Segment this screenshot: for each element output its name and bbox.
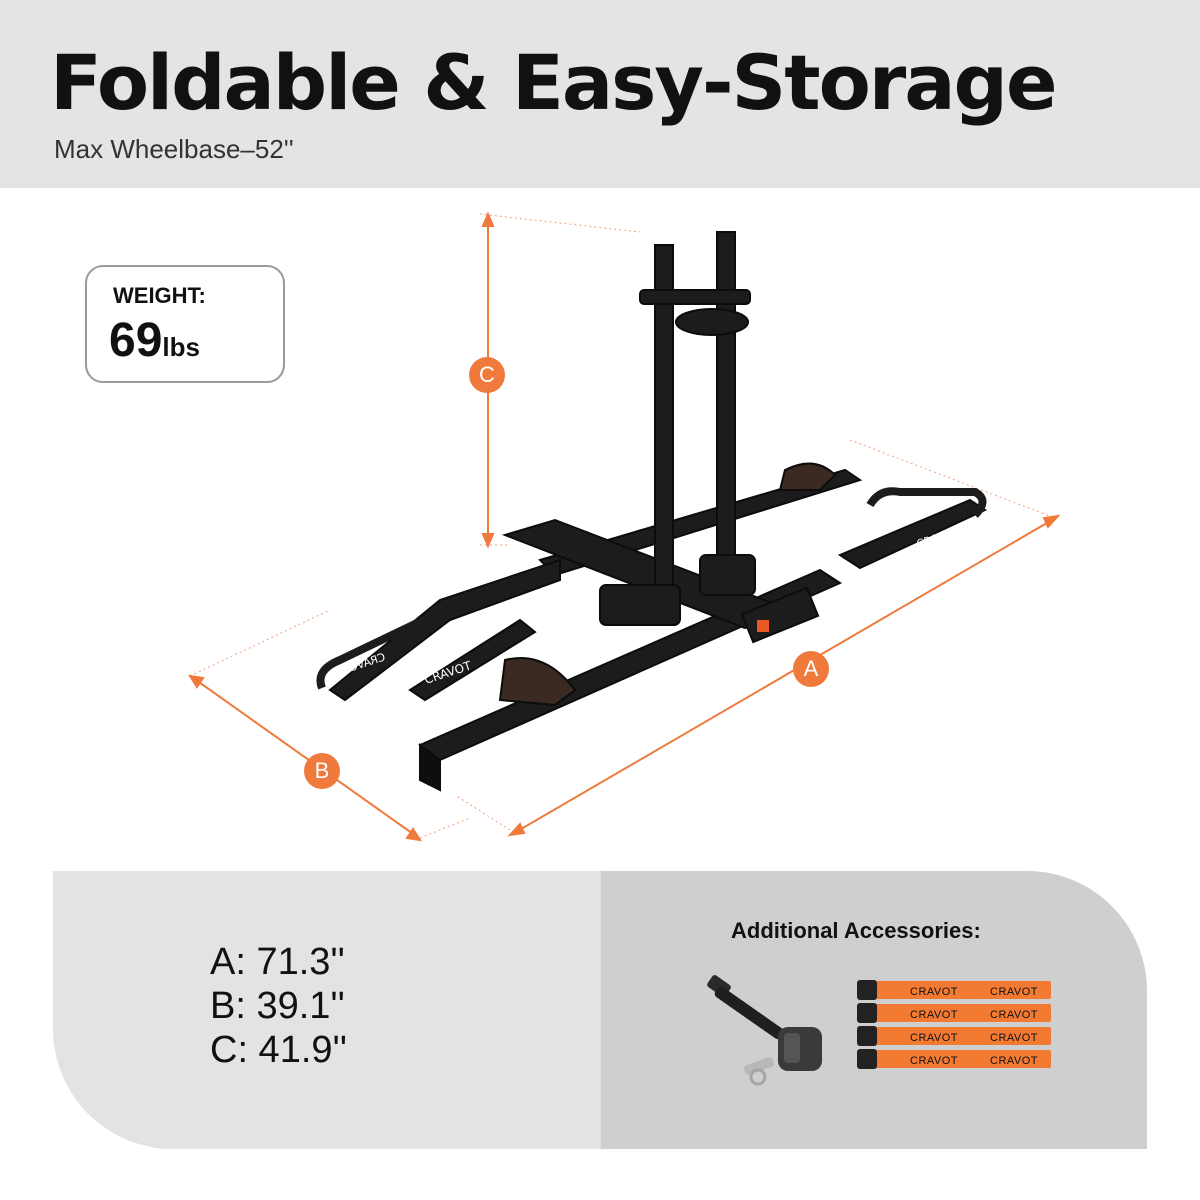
strap-label: CRAVOT (910, 1055, 959, 1067)
dimension-line-b (195, 679, 417, 837)
wheel-ratchet-front (498, 657, 577, 707)
hitch-lock-pin-icon (707, 975, 822, 1086)
weight-value: 69lbs (109, 313, 200, 368)
weight-card: WEIGHT: 69lbs (85, 265, 285, 383)
header-band (0, 0, 1200, 188)
dimensions-list: A: 71.3'' B: 39.1'' C: 41.9'' (210, 940, 347, 1072)
strap-label: CRAVOT (910, 986, 959, 998)
strap-label: CRAVOT (990, 1009, 1039, 1021)
dimension-c: C: 41.9'' (210, 1029, 348, 1071)
dimension-b: B: 39.1'' (210, 985, 345, 1027)
accessories-title: Additional Accessories: (731, 918, 981, 943)
page-title: Foldable & Easy-Storage (50, 38, 1057, 127)
strap-icon (857, 980, 1051, 1069)
weight-label: WEIGHT: (113, 283, 206, 308)
wheel-ratchet-rear (778, 462, 837, 491)
strap-label: CRAVOT (990, 1055, 1039, 1067)
hitch-lock-knob (757, 620, 769, 632)
dimension-a: A: 71.3'' (210, 941, 345, 983)
bike-rack-diagram: CRAVOT CRAVOT CRAVOT CRAVOT (187, 211, 1061, 842)
dimension-guides (189, 213, 1056, 839)
mast-right (716, 231, 736, 578)
dimension-line-a (515, 519, 1053, 833)
dimensions-panel (53, 871, 601, 1149)
weight-number: 69 (109, 314, 163, 367)
strap-label: CRAVOT (990, 1032, 1039, 1044)
rack-body (316, 231, 988, 792)
dimension-lines (187, 211, 1061, 842)
strap-label: CRAVOT (910, 1009, 959, 1021)
page-subtitle: Max Wheelbase–52'' (54, 134, 294, 164)
dimension-badge-c: C (469, 357, 505, 393)
strap-label: CRAVOT (910, 1032, 959, 1044)
weight-unit: lbs (162, 332, 200, 362)
dimension-badge-a: A (793, 651, 829, 687)
dimension-badge-b: B (304, 753, 340, 789)
strap-label: CRAVOT (990, 986, 1039, 998)
